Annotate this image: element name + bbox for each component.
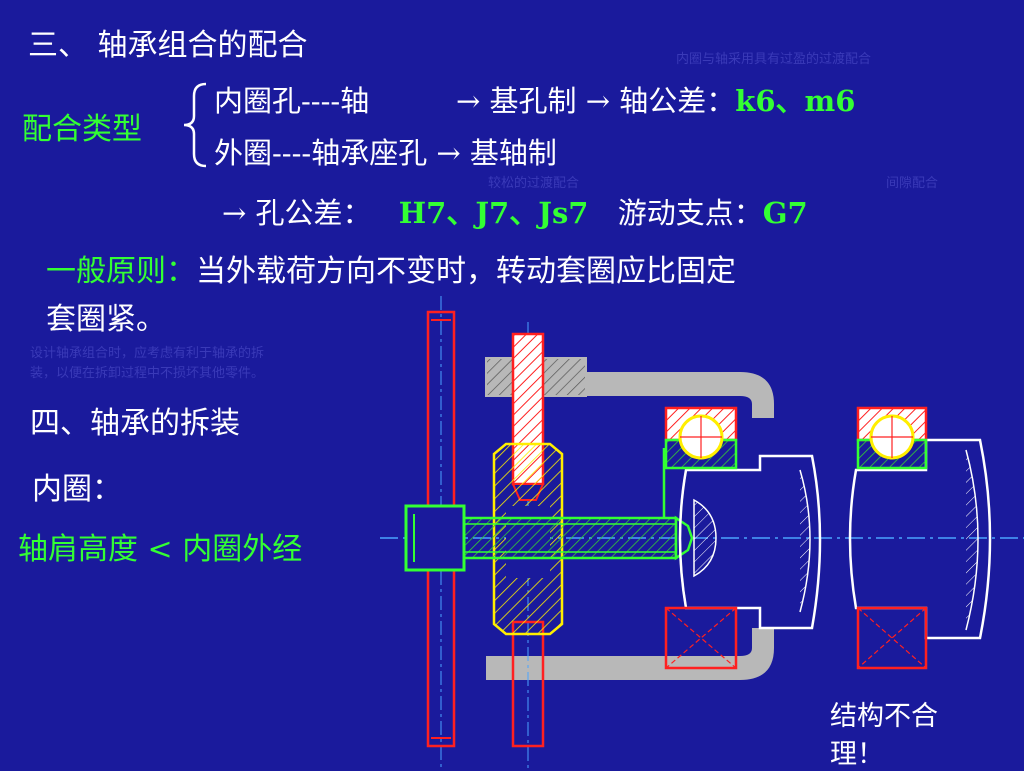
general-principle-text-cont: 套圈紧。	[46, 302, 166, 337]
hole-tolerance-line: → 孔公差： H7、J7、Js7 游动支点：G7	[222, 190, 808, 232]
verdict-line-1: 结构不合	[830, 701, 938, 732]
verdict-line-2: 理！	[830, 739, 884, 770]
outer-ring-housing-line: 外圈----轴承座孔 → 基轴制	[214, 136, 557, 170]
bearing-right	[856, 406, 928, 670]
note-loose-transition: 较松的过渡配合	[488, 176, 580, 191]
fit-type-label: 配合类型	[22, 112, 142, 147]
section4-title: 四、轴承的拆装	[30, 406, 240, 441]
floating-support-value: G7	[762, 196, 808, 230]
hint-line-2: 装，以便在拆卸过程中不损坏其他零件。	[30, 366, 265, 381]
general-principle-line: 一般原则：当外载荷方向不变时，转动套圈应比固定	[46, 246, 736, 290]
floating-support-label: 游动支点：	[617, 196, 763, 230]
inner-ring-shaft-text: 内圈孔----轴	[214, 84, 370, 118]
section3-title: 三、 轴承组合的配合	[28, 28, 308, 63]
brace-icon	[183, 82, 207, 168]
shaft-right	[848, 438, 992, 640]
hole-tolerance-value: H7、J7、Js7	[398, 196, 589, 230]
shaft-tolerance-value: k6、m6	[735, 84, 856, 118]
hole-basis-line: → 基孔制 → 轴公差：k6、m6	[456, 78, 855, 120]
note-interference-fit: 内圈与轴采用具有过盈的过渡配合	[676, 52, 872, 67]
pressing-screw	[404, 448, 694, 572]
shoulder-height-rule: 轴肩高度 < 内圈外经	[18, 532, 303, 567]
hole-tolerance-label: → 孔公差：	[222, 196, 372, 230]
general-principle-label: 一般原则：	[46, 254, 196, 289]
hole-basis-text: → 基孔制 → 轴公差：	[456, 84, 736, 118]
note-clearance-fit: 间隙配合	[886, 176, 939, 191]
inner-ring-label: 内圈：	[32, 472, 122, 507]
shaft-left	[678, 454, 822, 630]
hint-line-1: 设计轴承组合时，应考虑有利于轴承的拆	[30, 346, 265, 361]
bearing-left	[664, 406, 738, 670]
general-principle-text: 当外载荷方向不变时，转动套圈应比固定	[196, 254, 736, 289]
inner-ring-shaft-line: 内圈孔----轴	[214, 78, 369, 120]
